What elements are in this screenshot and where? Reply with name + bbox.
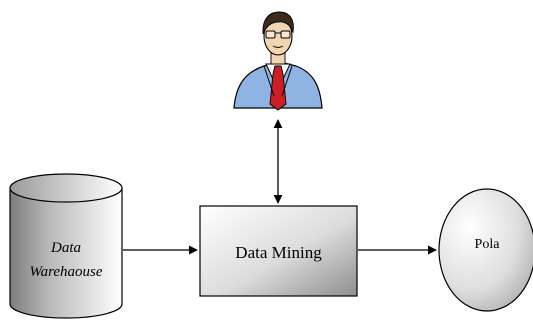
warehouse-label-line1: Data bbox=[50, 240, 81, 256]
businessman-icon bbox=[233, 11, 323, 111]
data-mining-box: Data Mining bbox=[199, 205, 358, 297]
hair bbox=[262, 11, 294, 35]
data-warehouse-cylinder: Data Warehaouse bbox=[9, 173, 123, 319]
pattern-label: Pola bbox=[475, 237, 501, 252]
data-mining-label: Data Mining bbox=[235, 243, 322, 262]
glasses-icon bbox=[265, 30, 291, 39]
cylinder-body bbox=[9, 187, 123, 319]
data-mining-rect bbox=[199, 205, 358, 297]
pattern-node: Pola bbox=[438, 188, 533, 312]
lapels bbox=[263, 65, 293, 97]
pattern-ellipse bbox=[438, 188, 533, 312]
cylinder-top bbox=[9, 173, 123, 203]
mouth bbox=[272, 45, 284, 48]
tie bbox=[269, 65, 287, 111]
warehouse-label-line2: Warehaouse bbox=[29, 264, 102, 280]
